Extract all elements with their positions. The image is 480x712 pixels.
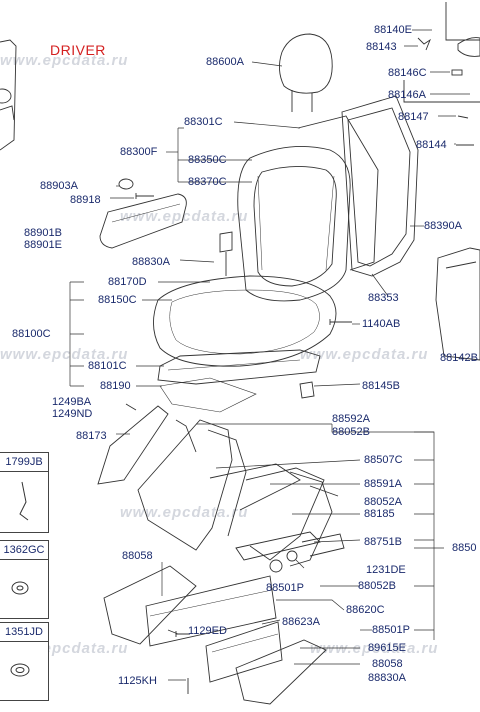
part-label: 88058: [122, 550, 153, 562]
watermark: www.epcdata.ru: [0, 346, 129, 363]
clip-icon: [19, 481, 29, 521]
part-label: 1125KH: [118, 675, 157, 687]
part-label: 88501P: [372, 624, 410, 636]
part-label: 88592A: [332, 413, 370, 425]
ref-cell-body: [0, 641, 49, 701]
ref-cell-header: 1351JD: [0, 622, 49, 642]
part-label: 88052B: [332, 426, 370, 438]
part-label: 1249BA: [52, 396, 92, 408]
watermark: www.epcdata.ru: [0, 52, 129, 69]
part-label: 88058: [372, 658, 403, 670]
part-label: 88623A: [282, 616, 320, 628]
part-label: 88170D: [108, 276, 147, 288]
part-label: 88370C: [188, 176, 227, 188]
ref-cell-header: 1362GC: [0, 540, 49, 560]
part-label: 88052B: [358, 580, 396, 592]
part-label: 88901E: [24, 239, 62, 251]
part-label: 88190: [100, 380, 131, 392]
part-label: 88591A: [364, 478, 402, 490]
part-label: 8850: [452, 542, 477, 554]
part-label: 89615E: [368, 642, 406, 654]
part-label: 88100C: [12, 328, 51, 340]
part-label: 1249ND: [52, 408, 93, 420]
part-label: 88146C: [388, 67, 427, 79]
part-label: 88185: [364, 508, 395, 520]
part-label: 88620C: [346, 604, 385, 616]
part-label: 88144: [416, 139, 447, 151]
part-label: 88353: [368, 292, 399, 304]
part-label: 88140E: [374, 24, 412, 36]
diagram-title: DRIVER: [50, 42, 106, 58]
part-label: 88146A: [388, 89, 426, 101]
part-label: 1140AB: [362, 318, 401, 330]
part-label: 88918: [70, 194, 101, 206]
part-label: 88052A: [364, 496, 402, 508]
part-label: 88901B: [24, 227, 62, 239]
part-label: 88150C: [98, 294, 137, 306]
watermark: www.epcdata.ru: [300, 346, 429, 363]
part-label: 88751B: [364, 536, 402, 548]
part-label: 88301C: [184, 116, 223, 128]
part-label: 88903A: [40, 180, 78, 192]
ref-cell-header: 1799JB: [0, 452, 49, 472]
part-label: 88143: [366, 41, 397, 53]
part-label: 1129ED: [188, 625, 227, 637]
grommet-icon: [11, 581, 29, 595]
part-label: 88173: [76, 430, 107, 442]
part-label: 88501P: [266, 582, 304, 594]
part-label: 88101C: [88, 360, 127, 372]
ref-cell-body: [0, 471, 49, 533]
part-label: 88350C: [188, 154, 227, 166]
watermark: www.epcdata.ru: [310, 640, 439, 657]
grommet-icon: [10, 663, 30, 677]
part-label: 1231DE: [366, 564, 406, 576]
ref-cell-body: [0, 559, 49, 619]
part-label: 88142B: [440, 352, 478, 364]
part-label: 88830A: [368, 672, 406, 684]
part-label: 88507C: [364, 454, 403, 466]
part-label: 88600A: [206, 56, 244, 68]
part-label: 88300F: [120, 146, 158, 158]
part-label: 88145B: [362, 380, 400, 392]
part-label: 88830A: [132, 256, 170, 268]
part-label: 88147: [398, 111, 429, 123]
part-label: 88390A: [424, 220, 462, 232]
